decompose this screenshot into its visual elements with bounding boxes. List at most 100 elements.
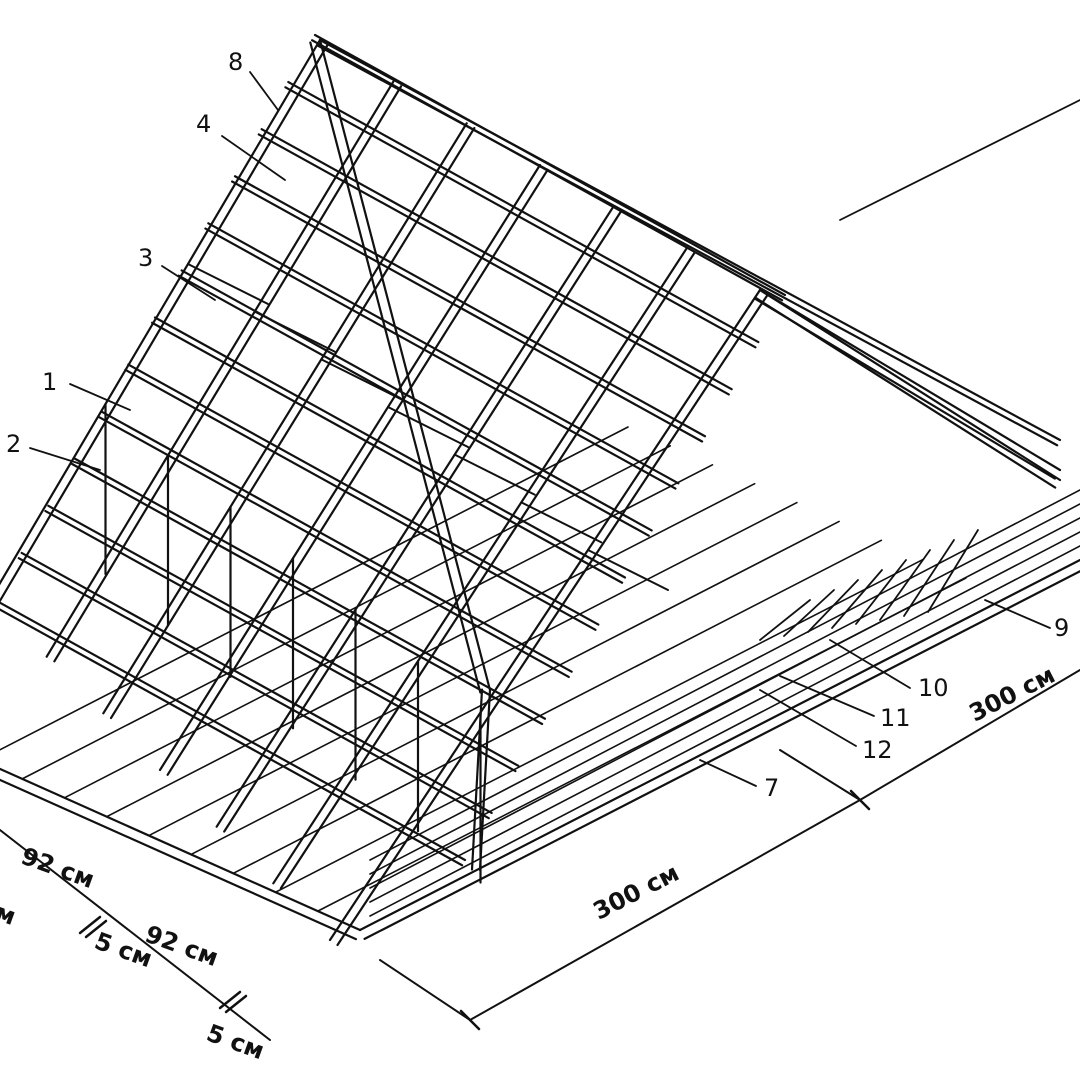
- side-plank: [369, 517, 1080, 889]
- callout-1: 1: [42, 368, 58, 396]
- gable-rafter: [309, 41, 482, 694]
- ridge-gable: [753, 297, 1056, 480]
- batten: [310, 39, 784, 302]
- rafter-frames: [0, 38, 1062, 947]
- batten: [287, 80, 760, 344]
- dim-extension-mid: [779, 749, 861, 801]
- floor-joist: [190, 520, 840, 856]
- batten: [230, 180, 704, 443]
- batten: [150, 321, 624, 584]
- floor-platform: [0, 426, 1080, 941]
- callout-2: 2: [6, 430, 22, 458]
- dim-tick: [218, 990, 242, 1010]
- strut: [187, 263, 269, 305]
- dimension-lines: [0, 669, 1080, 1041]
- strut: [587, 549, 669, 591]
- deck-board: [855, 559, 907, 625]
- batten: [204, 227, 677, 490]
- batten: [70, 462, 544, 726]
- batten: [260, 128, 733, 391]
- dim-tick: [224, 994, 248, 1014]
- callout-10: 11: [880, 704, 911, 732]
- batten: [73, 457, 547, 720]
- deck-board: [879, 549, 931, 621]
- ridge-gable: [758, 288, 1062, 472]
- batten: [180, 269, 653, 532]
- batten: [257, 133, 730, 396]
- batten: [153, 316, 627, 579]
- callout-11: 7: [764, 774, 780, 802]
- callout-4: 4: [196, 110, 212, 138]
- dim-tick: [459, 1009, 481, 1031]
- callout-8: 9: [1054, 614, 1070, 642]
- rafter-gable: [758, 288, 1062, 482]
- batten: [177, 274, 650, 537]
- batten: [127, 363, 600, 626]
- callout-leaders: [29, 71, 1080, 787]
- leader-12: [759, 689, 857, 747]
- floor-front-sill: [0, 767, 362, 932]
- batten: [0, 608, 464, 867]
- rafter: [215, 205, 615, 828]
- floor-joist: [105, 482, 756, 818]
- callout-12: 12: [862, 736, 893, 764]
- strut: [387, 406, 469, 448]
- gable-rafter: [318, 38, 492, 692]
- deck-board: [783, 589, 835, 637]
- roof-battens: [0, 33, 787, 867]
- dim-line-300-front: [469, 799, 861, 1021]
- batten: [20, 551, 493, 815]
- deck-board: [903, 539, 955, 617]
- leader-7: [249, 71, 279, 111]
- leader-top-right: [839, 99, 1080, 221]
- rafter: [166, 168, 549, 776]
- floor-joist: [359, 596, 1009, 931]
- rafter: [0, 43, 329, 603]
- leader-10: [779, 675, 875, 717]
- batten: [97, 415, 570, 679]
- batten: [100, 410, 573, 673]
- leader-4: [221, 135, 286, 181]
- dim-tick: [849, 789, 871, 811]
- batten: [233, 175, 707, 438]
- leader-1: [69, 383, 131, 411]
- callout-3: 3: [138, 244, 154, 272]
- callout-9: 10: [918, 674, 949, 702]
- rafter: [223, 210, 623, 833]
- batten: [44, 509, 517, 773]
- side-plank: [369, 531, 1080, 903]
- floor-joist: [232, 539, 883, 875]
- leader-8: [984, 599, 1051, 629]
- batten: [124, 368, 597, 631]
- leader-11: [699, 759, 757, 787]
- side-plank: [369, 545, 1080, 917]
- rafter: [109, 126, 476, 720]
- batten: [284, 86, 757, 349]
- strut: [453, 453, 536, 496]
- dim-line-300-side: [859, 669, 1080, 801]
- deck-board: [759, 599, 811, 641]
- dim-tick: [78, 915, 102, 935]
- floor-joist: [274, 558, 925, 894]
- gable-post: [478, 688, 492, 872]
- rafter: [0, 38, 322, 586]
- side-plank: [369, 503, 1080, 875]
- deck-board: [831, 569, 883, 629]
- leader-3: [161, 265, 216, 301]
- deck-board: [807, 579, 859, 633]
- floor-side-sill: [363, 570, 1080, 940]
- rafter: [102, 122, 468, 715]
- side-plank: [369, 489, 1080, 861]
- callout-7: 8: [228, 48, 244, 76]
- batten: [313, 33, 787, 297]
- dim-tick: [84, 919, 108, 939]
- floor-front-sill: [0, 778, 358, 941]
- batten: [207, 222, 680, 485]
- batten: [47, 504, 520, 767]
- batten: [17, 557, 490, 820]
- rafter: [158, 163, 542, 772]
- strut: [520, 501, 603, 544]
- leader-9: [829, 639, 911, 689]
